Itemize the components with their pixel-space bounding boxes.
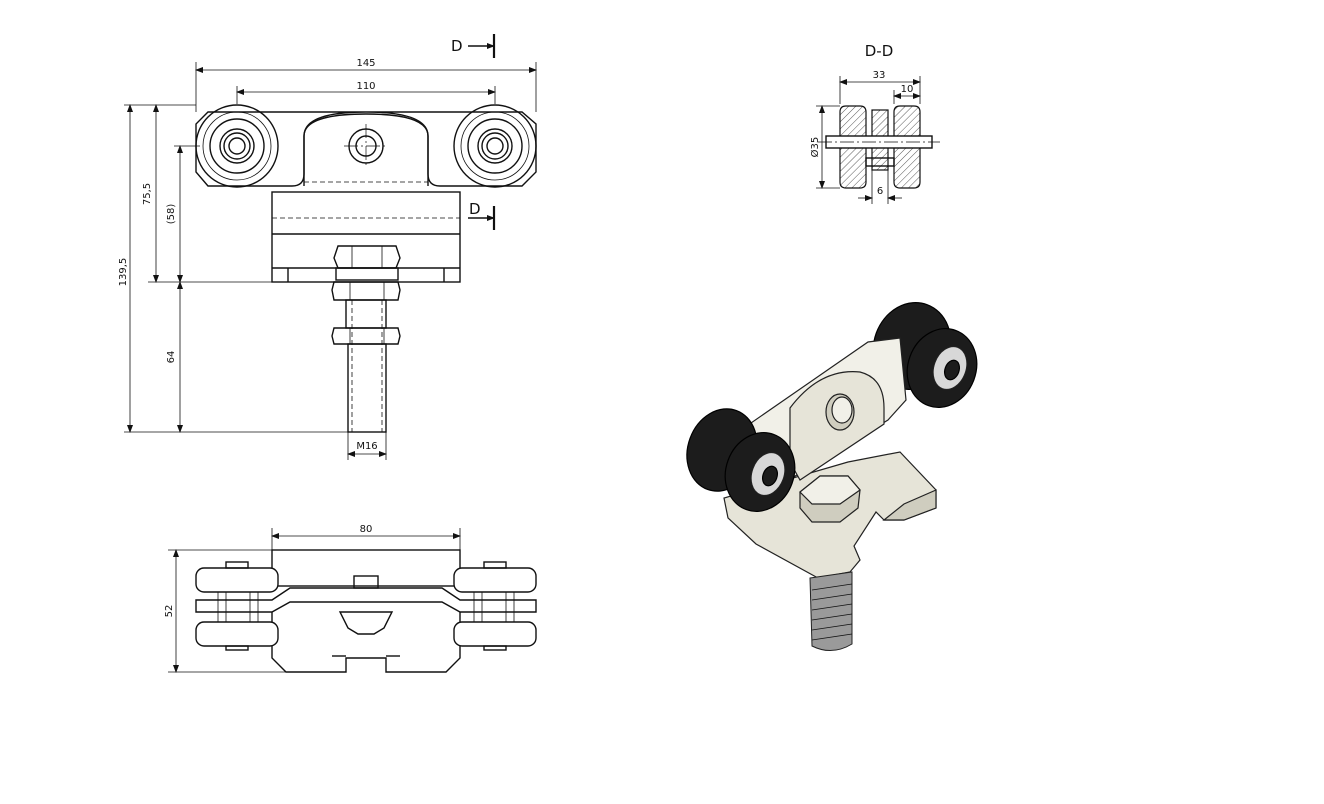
section-label-bottom: D (469, 200, 481, 218)
dim-ref-height: (58) (166, 204, 177, 225)
dim-thread: M16 (356, 441, 377, 452)
dim-wheel-spacing: 110 (356, 81, 375, 92)
section-dim-diameter: Ø35 (809, 137, 821, 158)
section-view: D-D 33 10 Ø35 6 (809, 42, 940, 204)
dim-overall-width: 145 (356, 58, 375, 69)
top-view: 80 52 (164, 524, 537, 673)
right-wheel (453, 104, 537, 188)
section-label-top: D (451, 37, 463, 55)
dim-depth: 52 (164, 605, 175, 618)
section-title: D-D (865, 42, 894, 60)
isometric-view (686, 302, 978, 651)
dim-total-height: 139,5 (118, 258, 129, 287)
front-view: 145 110 139,5 75,5 (58) 64 M16 D D (118, 34, 537, 460)
dim-body-height: 75,5 (142, 183, 153, 205)
section-dim-plate: 6 (877, 186, 883, 197)
dim-plate-width: 80 (360, 524, 373, 535)
dim-bolt-length: 64 (166, 351, 177, 364)
bolt-assembly (331, 245, 401, 433)
section-dim-width: 33 (873, 70, 886, 81)
left-wheel (195, 104, 279, 188)
section-dim-wheel-width: 10 (901, 84, 914, 95)
